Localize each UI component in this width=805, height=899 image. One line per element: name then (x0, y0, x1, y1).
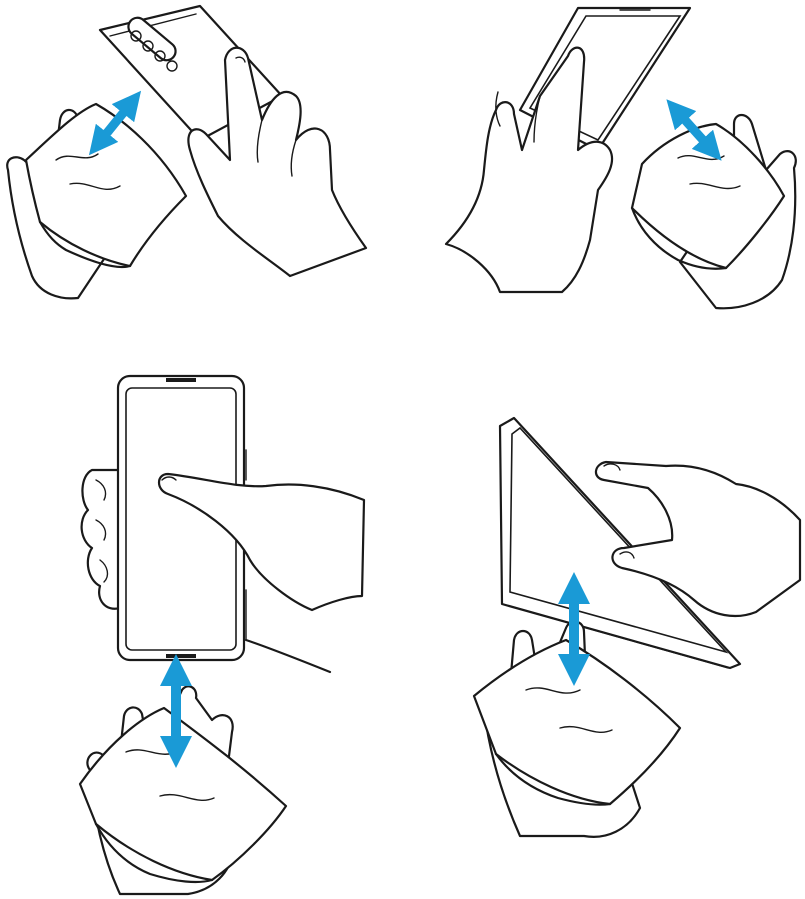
panel-2 (446, 8, 796, 308)
panel-4 (474, 418, 800, 837)
panel-1 (7, 6, 366, 298)
panel-3 (80, 376, 364, 894)
